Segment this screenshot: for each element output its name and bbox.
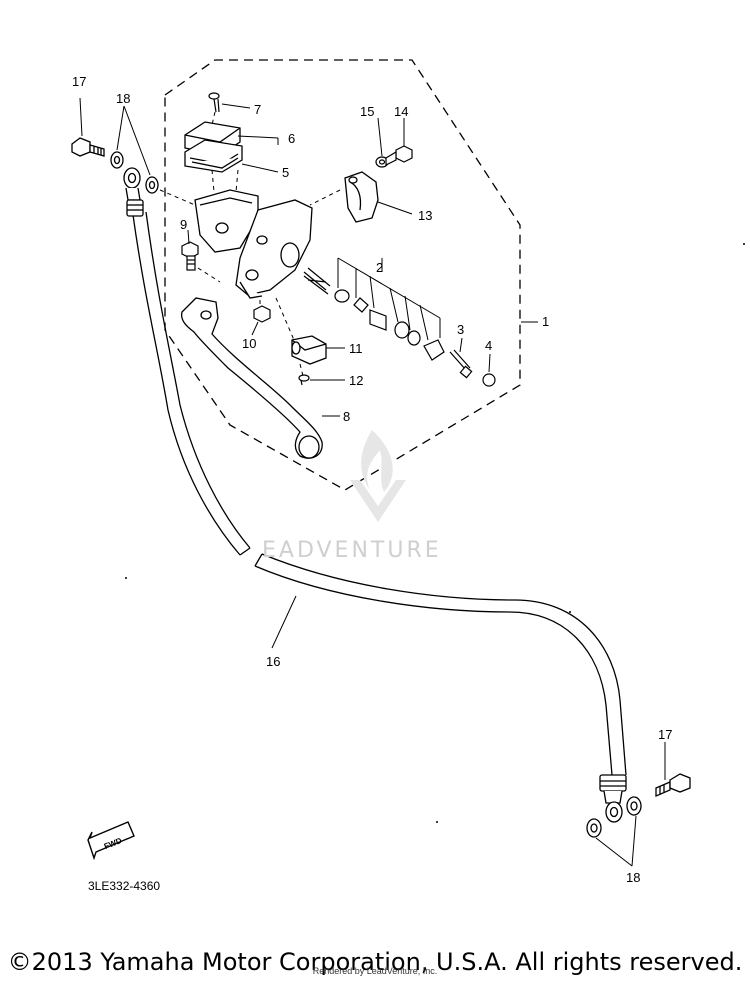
switch-screw [298,374,310,386]
lower-hose-fitting [599,774,627,823]
part-code: 3LE332-4360 [88,879,160,893]
flame-logo-icon [350,430,406,522]
callout-4: 4 [485,338,492,353]
callout-15: 15 [360,104,374,119]
callout-1: 1 [542,314,549,329]
brake-switch [291,335,327,365]
brake-lever [180,297,323,459]
pivot-nut [253,305,271,323]
fwd-arrow-icon: FWD [87,821,135,861]
callout-17-upper: 17 [72,74,86,89]
master-cylinder-body [194,189,313,299]
assembly-boundary [164,59,521,491]
watermark-text: EADVENTURE [262,538,442,563]
callout-17-lower: 17 [658,727,672,742]
cap-screw [208,92,220,113]
piston-kit [303,267,445,361]
callout-18-lower: 18 [626,870,640,885]
copyright-text: ©2013 Yamaha Motor Corporation, U.S.A. A… [7,948,743,976]
brake-hose [132,211,627,776]
callout-10: 10 [242,336,256,351]
lower-washers [586,796,642,838]
callout-6: 6 [288,131,295,146]
clamp-holder [344,171,379,223]
callout-11: 11 [349,341,363,356]
lower-banjo-bolt [655,773,691,797]
kit-bracket [337,257,441,341]
holder-washer [375,156,389,168]
switch-pin [449,349,473,379]
upper-washers [110,151,159,194]
callout-18-upper: 18 [116,91,130,106]
callout-labels: 1 2 3 4 5 6 7 8 9 10 11 12 13 14 15 16 1… [72,74,672,893]
upper-banjo-bolt [71,137,105,157]
callout-3: 3 [457,322,464,337]
callout-5: 5 [282,165,289,180]
callout-12: 12 [349,373,363,388]
callout-14: 14 [394,104,408,119]
callout-16: 16 [266,654,280,669]
specks [125,243,745,823]
callout-8: 8 [343,409,350,424]
alignment-lines [159,111,341,377]
callout-2: 2 [376,260,383,275]
callout-9: 9 [180,217,187,232]
rendered-by-text: Rendered by LeadVenture, Inc. [312,966,438,976]
dust-cap [482,373,496,387]
leader-lines [79,97,666,867]
callout-13: 13 [418,208,432,223]
holder-bolt [385,145,413,166]
upper-hose-fitting [123,167,144,217]
diaphragm [184,139,243,173]
mount-bolt [181,241,199,271]
callout-7: 7 [254,102,261,117]
